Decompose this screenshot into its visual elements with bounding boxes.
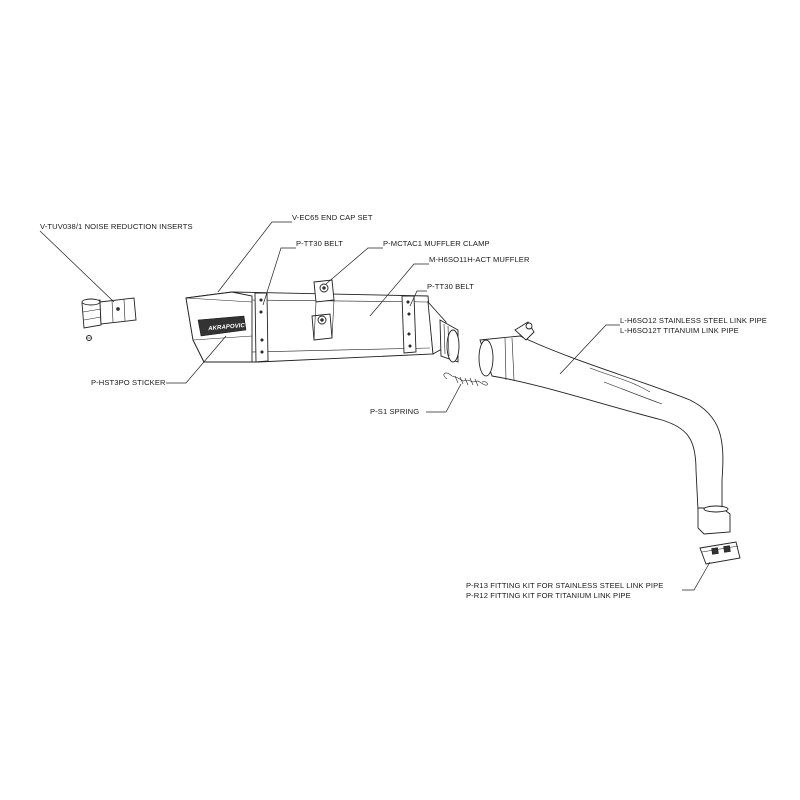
label-belt-front: P-TT30 BELT [296, 239, 343, 248]
part-labels: V-TUV038/1 NOISE REDUCTION INSERTS V-EC6… [40, 213, 767, 600]
fitting-kit-part [699, 541, 741, 565]
label-link-pipe-stainless: L-H6SO12 STAINLESS STEEL LINK PIPE [620, 316, 767, 325]
sticker-logo-text: AKRAPOVIC [207, 323, 246, 332]
label-sticker: P-HST3PO STICKER [91, 378, 166, 387]
label-belt-rear: P-TT30 BELT [427, 282, 474, 291]
spring-part [443, 372, 488, 387]
label-spring: P-S1 SPRING [370, 407, 419, 416]
label-noise-reduction-inserts: V-TUV038/1 NOISE REDUCTION INSERTS [40, 222, 193, 231]
leader-lines [39, 221, 711, 591]
link-pipe-part [478, 321, 731, 535]
noise-reduction-insert-part [81, 297, 137, 341]
muffler-part: AKRAPOVIC [185, 279, 460, 363]
label-fitting-kit-stainless: P-R13 FITTING KIT FOR STAINLESS STEEL LI… [466, 581, 663, 590]
label-end-cap-set: V-EC65 END CAP SET [292, 213, 373, 222]
label-link-pipe-titanium: L-H6SO12T TITANUIM LINK PIPE [620, 326, 739, 335]
label-muffler: M-H6SO11H-ACT MUFFLER [429, 255, 530, 264]
label-muffler-clamp: P-MCTAC1 MUFFLER CLAMP [383, 239, 490, 248]
label-fitting-kit-titanium: P-R12 FITTING KIT FOR TITANIUM LINK PIPE [466, 591, 631, 600]
